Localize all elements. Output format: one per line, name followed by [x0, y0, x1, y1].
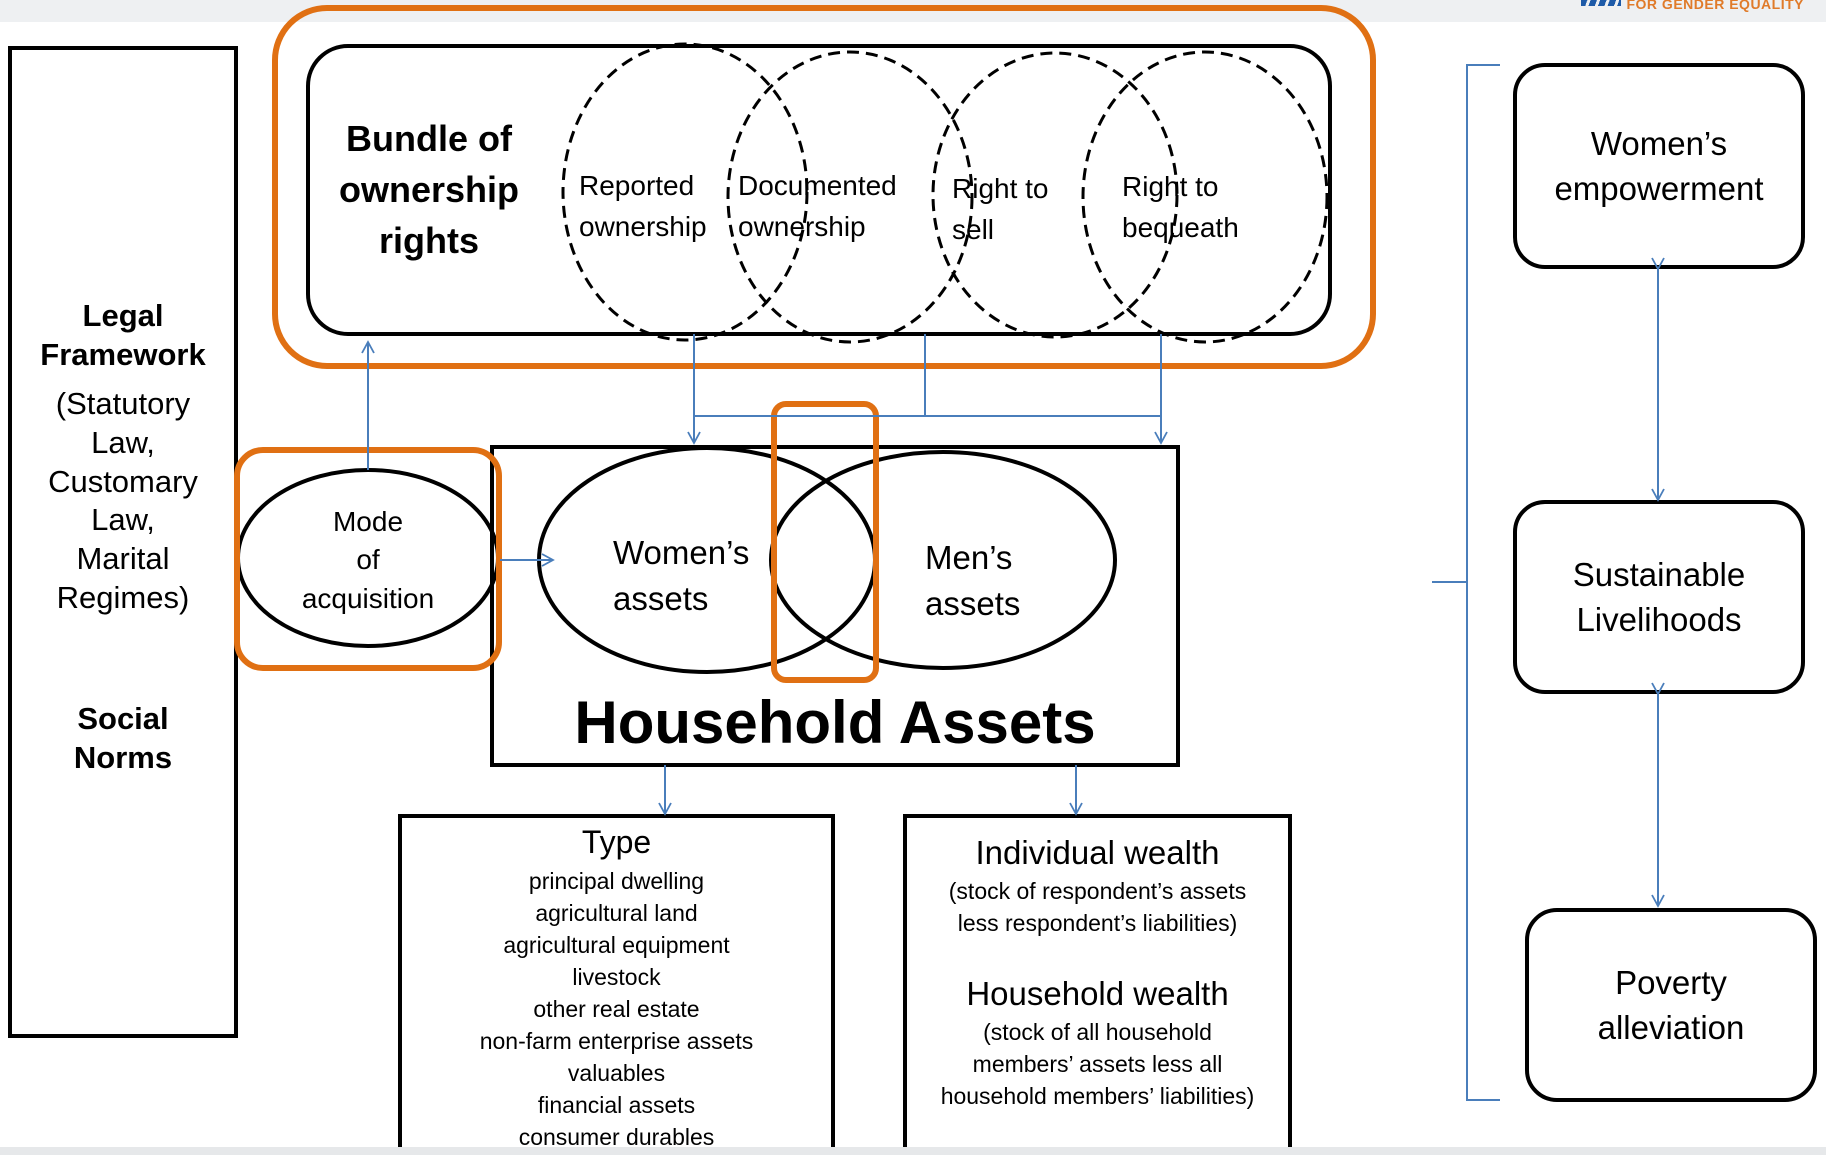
household-assets-box [490, 445, 1180, 767]
legal-framework-subtitle: (Statutory Law, Customary Law, Marital R… [20, 385, 226, 618]
connectors [361, 257, 1665, 908]
type-item: non-farm enterprise assets [479, 1028, 754, 1054]
logo-icon [1581, 0, 1621, 6]
documented-line-1: Documented [738, 170, 897, 201]
sell-line-1: Right to [952, 173, 1049, 204]
bequeath-line-1: Right to [1122, 171, 1219, 202]
right-to-bequeath-circle [1081, 50, 1329, 344]
legal-sub-line-2: Law, [91, 424, 155, 460]
overlap-highlight [771, 401, 879, 683]
empowerment-line-2: empowerment [1554, 169, 1764, 207]
sell-line-2: sell [952, 213, 995, 245]
outcomes-bracket [1432, 64, 1500, 1101]
mode-line-3: acquisition [301, 582, 435, 614]
livelihoods-line-1: Sustainable [1572, 556, 1746, 593]
mode-of-acquisition-label: Mode of acquisition [278, 503, 458, 618]
livelihoods-label: Sustainable Livelihoods [1515, 553, 1803, 642]
bundle-title-line-1: Bundle of [346, 118, 512, 159]
empowerment-label: Women’s empowerment [1515, 122, 1803, 211]
legal-sub-line-3: Customary [48, 463, 198, 499]
reported-line-2: ownership [579, 210, 707, 242]
poverty-label: Poverty alleviation [1527, 961, 1815, 1050]
type-item: principal dwelling [528, 868, 705, 894]
type-item: consumer durables [518, 1124, 715, 1150]
mode-line-2: of [356, 544, 380, 576]
bundle-title-line-3: rights [378, 220, 479, 262]
legal-title-line-2: Framework [40, 336, 206, 372]
women-line-1: Women’s [613, 534, 750, 571]
individual-desc-line-2: less respondent’s liabilities) [957, 910, 1238, 936]
women-line-2: assets [613, 579, 709, 617]
legal-sub-line-5: Marital [76, 541, 170, 576]
empowerment-line-1: Women’s [1590, 125, 1728, 162]
men-line-1: Men’s [925, 539, 1013, 576]
right-to-sell-circle [931, 51, 1179, 339]
individual-desc-line-1: (stock of respondent’s assets [948, 878, 1247, 904]
bottom-bar [0, 1147, 1826, 1155]
documented-ownership-label: Documented ownership [738, 166, 897, 247]
reported-line-1: Reported [579, 170, 695, 201]
type-item: financial assets [537, 1092, 696, 1118]
documented-line-2: ownership [738, 210, 866, 242]
reported-ownership-label: Reported ownership [579, 166, 707, 247]
household-desc-line-1: (stock of all household [983, 1019, 1212, 1045]
household-wealth-title: Household wealth [966, 975, 1229, 1012]
men-line-2: assets [925, 584, 1021, 622]
type-items-list: principal dwelling agricultural land agr… [400, 865, 833, 1153]
wealth-box [903, 814, 1292, 1155]
poverty-line-1: Poverty [1615, 964, 1727, 1001]
legal-sub-line-4: Law, [91, 502, 155, 538]
individual-wealth-title: Individual wealth [975, 834, 1220, 871]
bundle-highlight [272, 5, 1376, 369]
type-item: valuables [567, 1060, 666, 1086]
logo-text: FOR GENDER EQUALITY [1626, 0, 1804, 12]
mens-assets-label: Men’s assets [925, 535, 1020, 626]
legal-sub-line-1: (Statutory [55, 386, 191, 421]
documented-ownership-circle [726, 50, 974, 344]
household-desc-line-2: members’ assets less all [972, 1051, 1223, 1077]
right-to-bequeath-label: Right to bequeath [1122, 167, 1239, 248]
social-norms-line-2: Norms [73, 739, 173, 775]
individual-wealth-desc: (stock of respondent’s assets less respo… [905, 875, 1290, 939]
bequeath-line-2: bequeath [1122, 211, 1239, 243]
household-wealth-desc: (stock of all household members’ assets … [905, 1016, 1290, 1112]
social-norms-title: Social Norms [20, 700, 226, 778]
household-assets-title: Household Assets [574, 689, 1096, 756]
poverty-box [1525, 908, 1817, 1102]
bundle-title-line-2: ownership [338, 169, 520, 211]
type-item: other real estate [533, 996, 700, 1022]
type-box [398, 814, 835, 1155]
mode-line-1: Mode [332, 506, 404, 537]
legal-sub-line-6: Regimes) [56, 579, 190, 615]
household-desc-line-3: household members’ liabilities) [940, 1083, 1255, 1109]
womens-assets-label: Women’s assets [613, 530, 749, 621]
bundle-title: Bundle of ownership rights [318, 113, 540, 266]
legal-title-line-1: Legal [82, 298, 164, 333]
type-item: livestock [572, 964, 661, 990]
poverty-line-2: alleviation [1597, 1008, 1745, 1046]
type-item: agricultural equipment [503, 932, 730, 958]
right-to-sell-label: Right to sell [952, 169, 1049, 250]
bundle-box [306, 44, 1332, 336]
livelihoods-line-2: Livelihoods [1576, 600, 1742, 638]
type-item: agricultural land [535, 900, 698, 926]
reported-ownership-circle [561, 42, 809, 342]
type-title: Type [581, 824, 652, 860]
social-norms-line-1: Social [77, 701, 169, 736]
legal-framework-title: Legal Framework [20, 297, 226, 375]
